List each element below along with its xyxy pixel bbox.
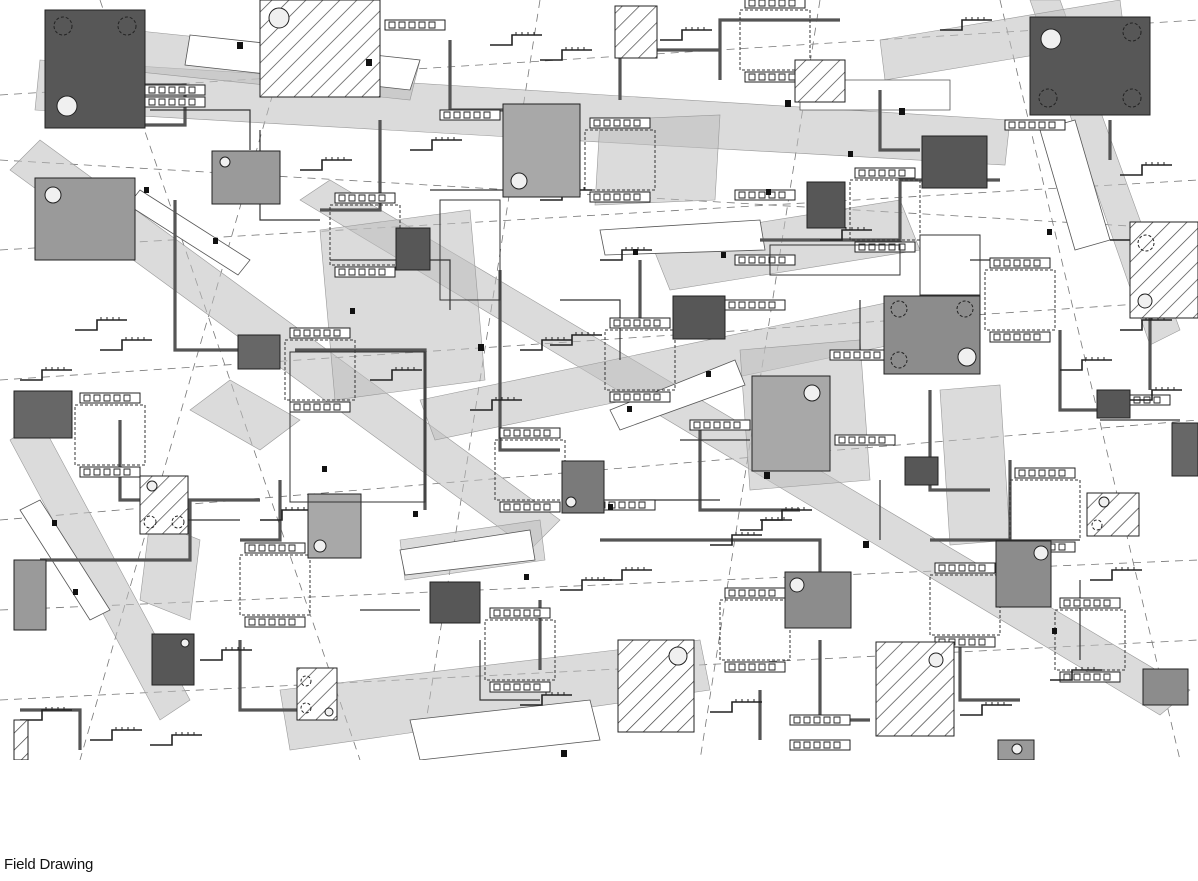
field-drawing-canvas: [0, 0, 1198, 760]
frames: [289, 199, 981, 503]
terminals: [44, 7, 1153, 755]
equipment-boxes: [13, 9, 1198, 760]
black-marks: [52, 42, 1057, 757]
wiring-thin: [150, 109, 1180, 701]
drawing-caption: Field Drawing: [4, 856, 94, 873]
dashed-circles: [53, 16, 1155, 714]
